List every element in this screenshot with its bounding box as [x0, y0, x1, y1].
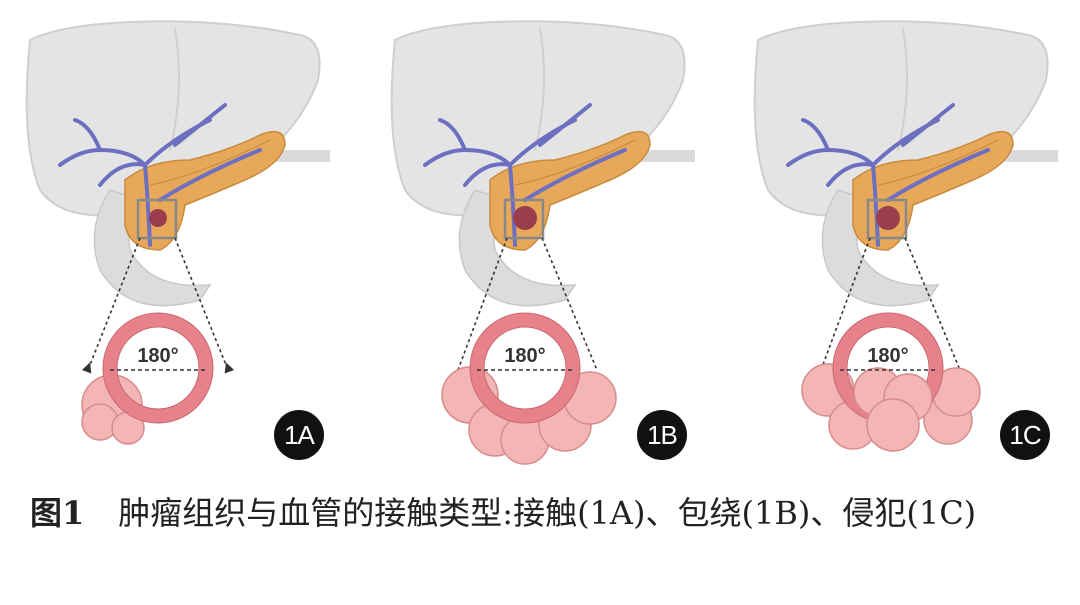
- figure: 180° 1A: [0, 0, 1080, 470]
- illustration-1c: 180°: [753, 20, 1058, 452]
- caption-label: 图1: [30, 494, 85, 532]
- duodenum: [821, 189, 940, 307]
- duodenum: [458, 189, 577, 307]
- angle-label: 180°: [867, 345, 908, 367]
- liver-lobe-line: [169, 27, 180, 151]
- vessel-wall: [103, 313, 213, 423]
- panel-1b: 180° 1B: [365, 0, 725, 470]
- tumor-cluster: [81, 374, 145, 445]
- vessel-wall: [470, 313, 580, 423]
- panel-badge: 1B: [637, 410, 687, 460]
- angle-label: 180°: [504, 345, 545, 367]
- tumor-small: [513, 206, 537, 230]
- zoom-box: [136, 198, 178, 240]
- panel-badge: 1A: [274, 410, 324, 460]
- zoom-box: [503, 198, 545, 240]
- tumor-small: [876, 206, 900, 230]
- panel-badge: 1C: [1000, 410, 1050, 460]
- tumor-small: [149, 209, 167, 227]
- tumor-cluster-outer: [801, 363, 981, 450]
- figure-caption: 图1 肿瘤组织与血管的接触类型:接触(1A)、包绕(1B)、侵犯(1C): [30, 486, 1060, 540]
- panel-1a: 180° 1A: [0, 0, 360, 470]
- portal-vein: [423, 103, 627, 247]
- panel-1c: 180° 1C: [728, 0, 1080, 470]
- tumor-invading: [853, 367, 933, 452]
- portal-vein: [786, 103, 990, 247]
- splenic-vein-bg: [270, 150, 330, 162]
- illustration-1b: 180°: [390, 20, 695, 465]
- angle-label: 180°: [137, 345, 178, 367]
- illustration-1a: 180°: [25, 20, 330, 445]
- zoom-box: [866, 198, 908, 240]
- caption-text: 肿瘤组织与血管的接触类型:接触(1A)、包绕(1B)、侵犯(1C): [118, 494, 977, 532]
- portal-vein: [58, 103, 262, 247]
